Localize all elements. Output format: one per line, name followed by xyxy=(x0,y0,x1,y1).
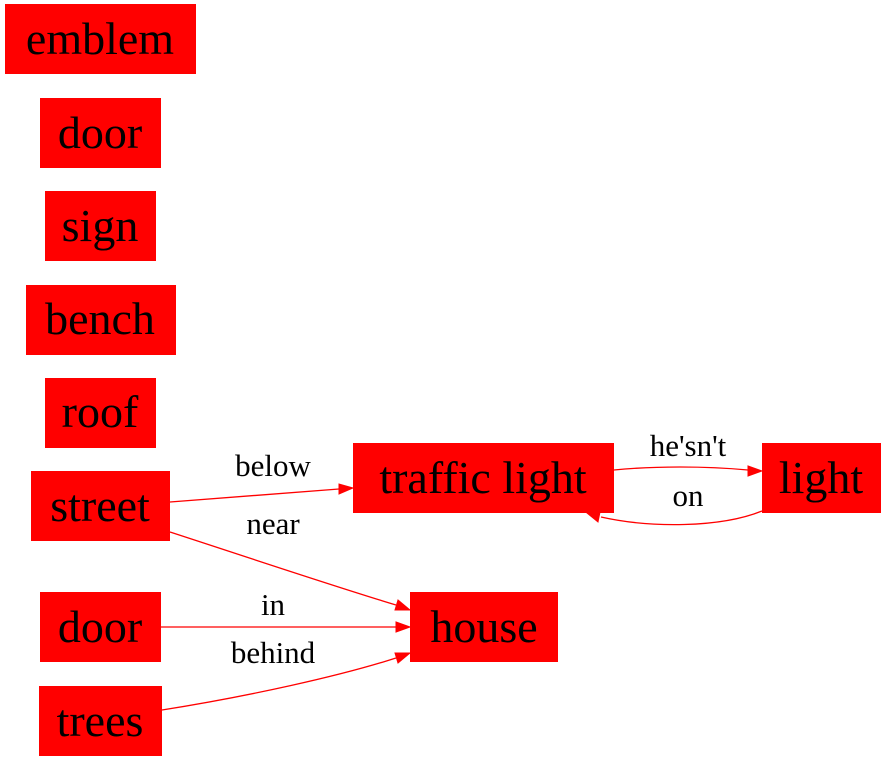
arrowhead-icon xyxy=(747,465,764,477)
node-label: sign xyxy=(62,200,139,251)
edge-label: below xyxy=(235,448,311,483)
arrowhead-icon xyxy=(585,511,601,523)
edge-label: near xyxy=(246,506,300,541)
edge-street-near-house[interactable]: near xyxy=(169,506,412,611)
node-box xyxy=(5,4,196,74)
node-box xyxy=(762,443,881,513)
node-label: street xyxy=(50,480,150,531)
node-bench[interactable]: bench xyxy=(26,285,176,355)
edge-label: he'sn't xyxy=(650,428,727,463)
node-door-bottom[interactable]: door xyxy=(40,592,161,662)
node-box xyxy=(45,191,156,261)
node-box xyxy=(26,285,176,355)
node-sign[interactable]: sign xyxy=(45,191,156,261)
edge-line xyxy=(161,657,397,711)
node-label: door xyxy=(58,107,142,158)
node-street[interactable]: street xyxy=(31,471,170,541)
node-label: bench xyxy=(45,293,155,344)
node-box xyxy=(45,378,156,448)
arrowhead-icon xyxy=(338,483,355,495)
edge-line xyxy=(613,466,749,471)
arrowhead-icon xyxy=(395,621,412,633)
node-label: light xyxy=(779,452,864,503)
node-label: trees xyxy=(57,695,144,746)
node-roof[interactable]: roof xyxy=(45,378,156,448)
edge-line xyxy=(600,510,763,526)
edge-label: behind xyxy=(231,635,316,670)
node-label: roof xyxy=(62,386,139,437)
edge-door-in-house[interactable]: in xyxy=(161,587,412,633)
node-box xyxy=(40,592,161,662)
node-traffic-light[interactable]: traffic light xyxy=(353,443,614,513)
arrowhead-icon xyxy=(394,652,412,664)
edge-label: in xyxy=(261,587,286,622)
node-label: traffic light xyxy=(379,452,587,503)
node-label: door xyxy=(58,601,142,652)
edge-light-on-traffic-light[interactable]: on xyxy=(585,478,763,526)
edge-line xyxy=(169,531,397,606)
node-trees[interactable]: trees xyxy=(39,686,162,756)
node-light[interactable]: light xyxy=(762,443,881,513)
node-box xyxy=(410,592,558,662)
edge-traffic-light-hesnt-light[interactable]: he'sn't xyxy=(613,428,764,477)
edge-line xyxy=(169,488,340,503)
edge-label: on xyxy=(673,478,705,513)
node-label: emblem xyxy=(26,13,174,64)
node-house[interactable]: house xyxy=(410,592,558,662)
edge-street-below-traffic-light[interactable]: below xyxy=(169,448,355,503)
node-box xyxy=(39,686,162,756)
node-box xyxy=(31,471,170,541)
node-door-top[interactable]: door xyxy=(40,98,161,168)
node-emblem[interactable]: emblem xyxy=(5,4,196,74)
arrowhead-icon xyxy=(394,599,412,611)
node-box xyxy=(353,443,614,513)
edge-trees-behind-house[interactable]: behind xyxy=(161,635,412,711)
node-box xyxy=(40,98,161,168)
node-label: house xyxy=(430,601,537,652)
